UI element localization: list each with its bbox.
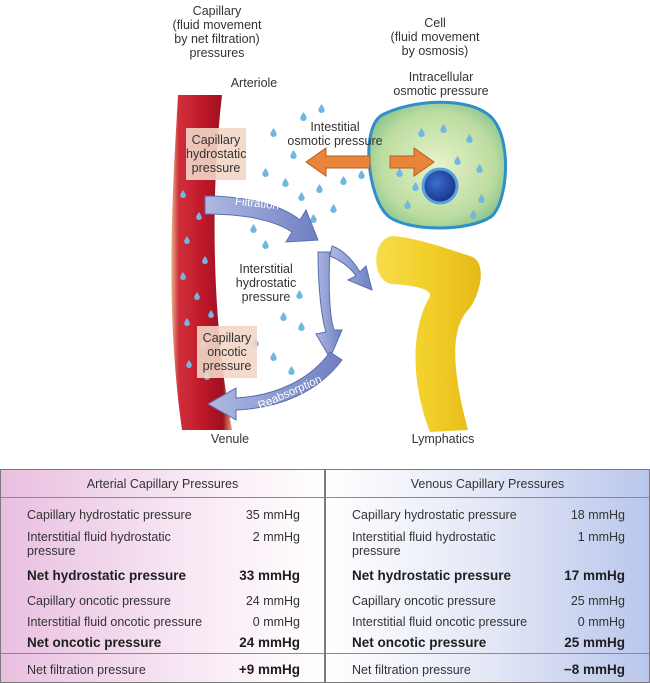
arterial-title: Arterial Capillary Pressures bbox=[1, 470, 324, 498]
osmosis-arrow-left bbox=[305, 147, 371, 177]
lymphatic-vessel bbox=[376, 236, 481, 432]
cell-header: Cell (fluid movement by osmosis) bbox=[390, 16, 480, 58]
capillary-diagram bbox=[171, 95, 508, 432]
lymphatics-label: Lymphatics bbox=[411, 432, 475, 446]
oncotic-label-box bbox=[197, 326, 257, 378]
arteriole-label: Arteriole bbox=[230, 76, 278, 90]
capillary-hydrostatic-label: Capillary hydrostatic pressure bbox=[186, 133, 247, 175]
interstitial-hydrostatic-label: Interstitial hydrostatic pressure bbox=[235, 262, 297, 304]
intracellular-osmotic-label: Intracellular osmotic pressure bbox=[393, 70, 489, 98]
venous-title: Venous Capillary Pressures bbox=[326, 470, 649, 498]
pressure-tables: Arterial Capillary Pressures Capillary h… bbox=[0, 469, 650, 683]
capillary-oncotic-label: Capillary oncotic pressure bbox=[202, 331, 252, 373]
osmosis-arrow-right bbox=[389, 147, 435, 177]
divider bbox=[326, 653, 649, 654]
cell-nucleus bbox=[421, 167, 459, 205]
venule-label: Venule bbox=[210, 432, 250, 446]
arterial-panel: Arterial Capillary Pressures Capillary h… bbox=[0, 469, 325, 683]
cell-body bbox=[367, 100, 508, 230]
venous-panel: Venous Capillary Pressures Capillary hyd… bbox=[325, 469, 650, 683]
lymph-arrow bbox=[329, 245, 373, 291]
filtration-arrow bbox=[204, 195, 319, 243]
interstitial-down-arrow bbox=[315, 251, 343, 360]
interstitial-osmotic-label: Intestitial osmotic pressure bbox=[287, 120, 383, 148]
reabsorption-arrow bbox=[206, 351, 343, 421]
divider bbox=[1, 653, 324, 654]
capillary-header: Capillary (fluid movement by net filtrat… bbox=[172, 4, 262, 60]
hydrostatic-label-box bbox=[186, 128, 246, 180]
